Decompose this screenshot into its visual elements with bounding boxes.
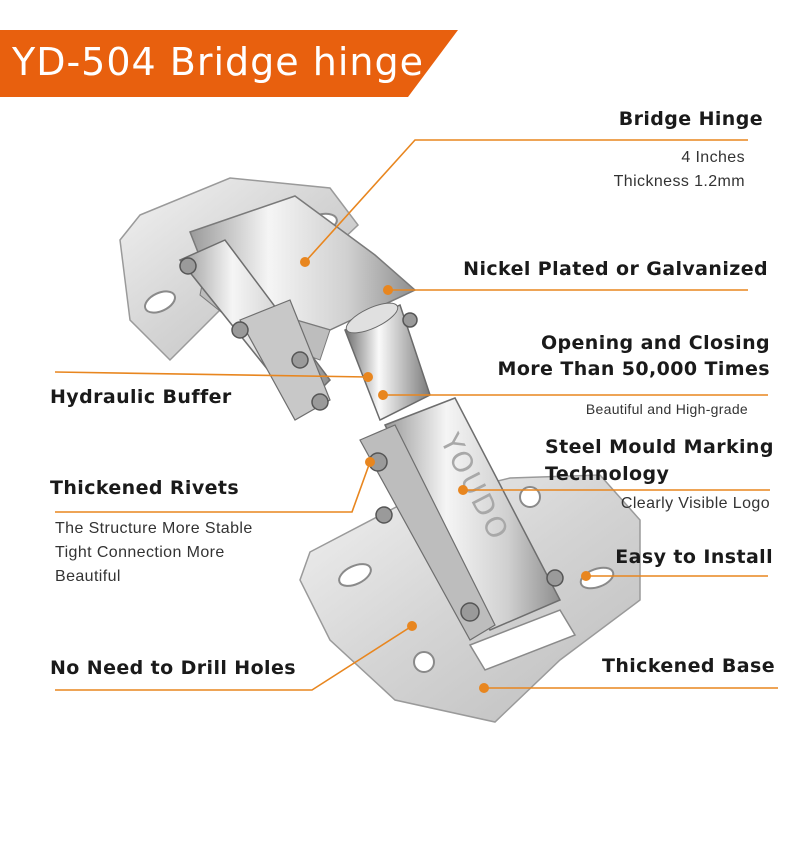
- label-structure-3: Beautiful: [55, 568, 121, 585]
- lower-arm: YOUDO: [359, 397, 562, 641]
- label-steel-mould-2: Technology: [545, 463, 670, 485]
- label-bridge-hinge: Bridge Hinge: [618, 108, 763, 130]
- label-thickened-base: Thickened Base: [601, 655, 775, 677]
- label-nickel-plated: Nickel Plated or Galvanized: [463, 258, 768, 280]
- label-easy-install: Easy to Install: [615, 546, 773, 568]
- hydraulic-cylinder: [344, 302, 431, 422]
- label-beautiful: Beautiful and High-grade: [585, 401, 748, 417]
- label-size: 4 Inches: [681, 149, 745, 166]
- label-thickness: Thickness 1.2mm: [613, 173, 745, 190]
- label-steel-mould-1: Steel Mould Marking: [545, 436, 774, 458]
- title-banner: YD-504 Bridge hinge: [0, 30, 460, 97]
- label-thickened-rivets: Thickened Rivets: [50, 477, 240, 499]
- label-hydraulic-buffer: Hydraulic Buffer: [50, 386, 232, 408]
- label-opening-closing-2: More Than 50,000 Times: [497, 358, 770, 380]
- banner-shape: [0, 30, 458, 97]
- label-structure-1: The Structure More Stable: [55, 520, 253, 537]
- side-links: [178, 239, 331, 421]
- label-visible-logo: Clearly Visible Logo: [620, 495, 770, 512]
- page-title: YD-504 Bridge hinge: [12, 40, 424, 84]
- label-opening-closing-1: Opening and Closing: [540, 332, 770, 354]
- rivets: [179, 257, 564, 622]
- label-no-drill: No Need to Drill Holes: [50, 657, 296, 679]
- label-structure-2: Tight Connection More: [55, 544, 225, 561]
